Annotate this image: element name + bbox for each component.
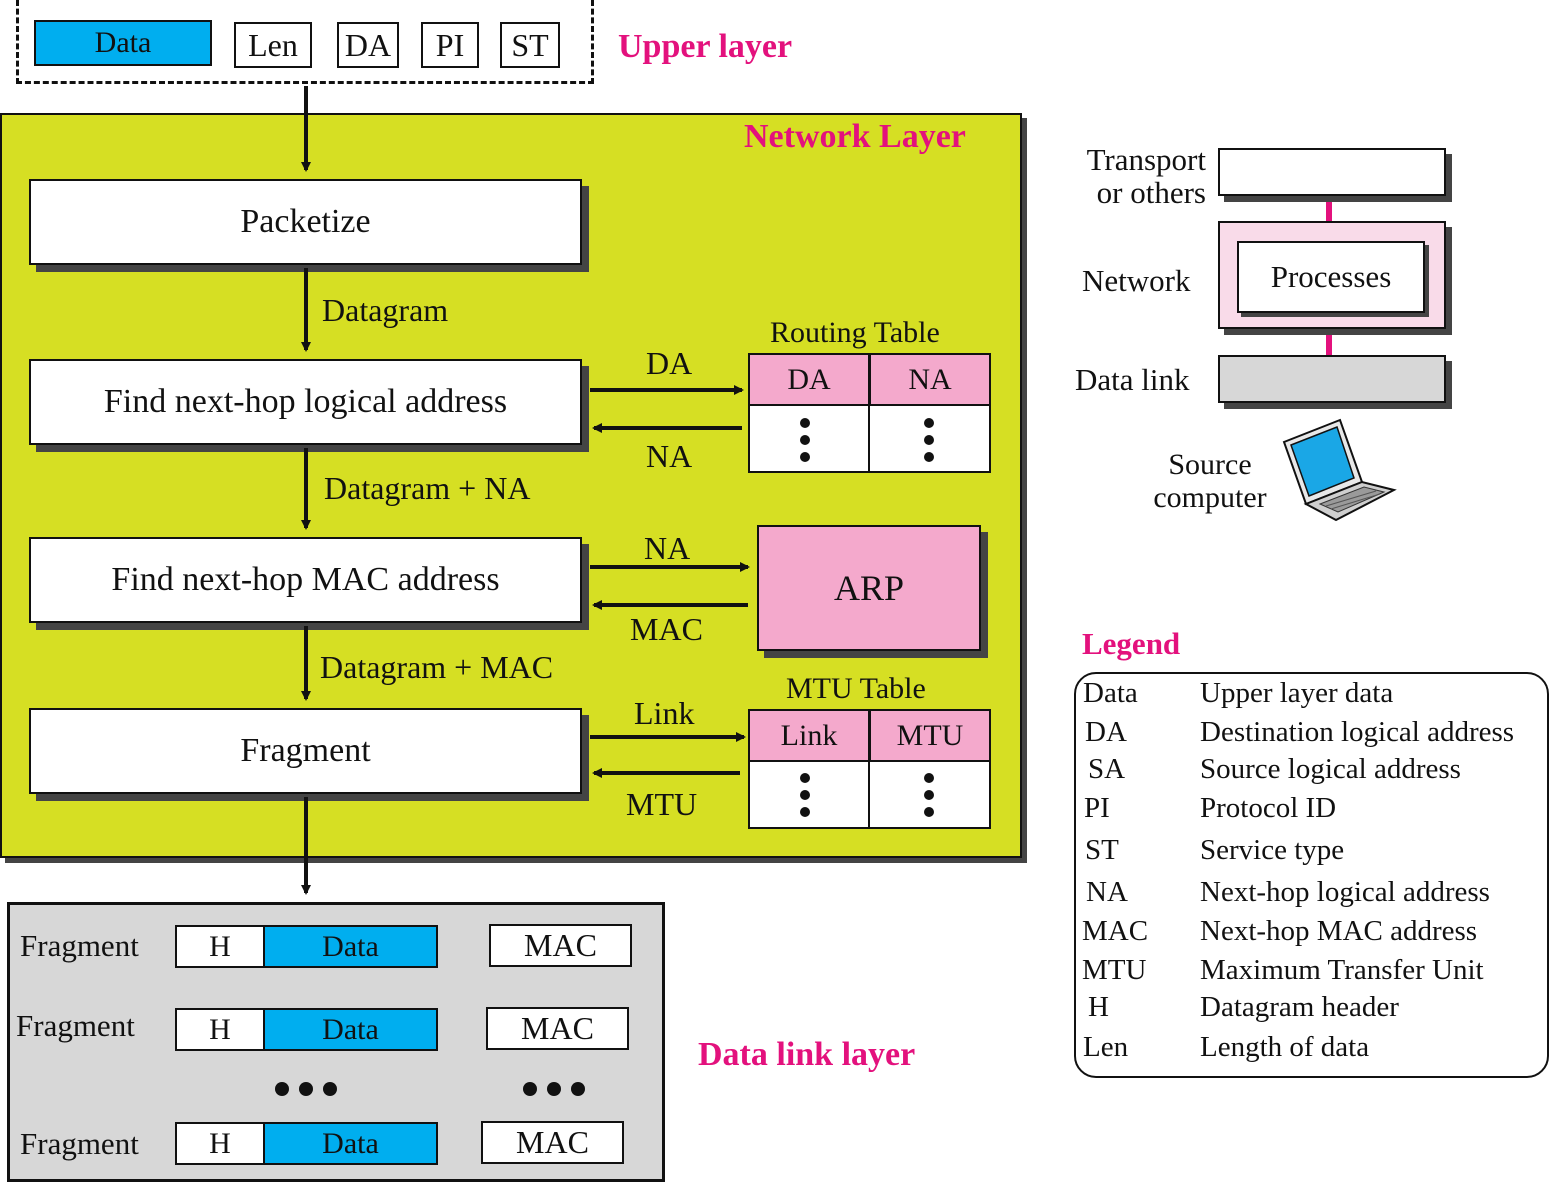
- legend-abbr: H: [1088, 991, 1109, 1023]
- legend-desc: Destination logical address: [1200, 716, 1515, 748]
- fragment-data: Data: [263, 1122, 438, 1165]
- fragment-header: H: [175, 925, 265, 968]
- legend-desc: Length of data: [1200, 1031, 1370, 1063]
- stack-datalink-box: [1218, 355, 1446, 403]
- fragment-mac: MAC: [481, 1121, 624, 1164]
- legend-abbr: Data: [1083, 677, 1138, 709]
- routing-in-na-label: NA: [646, 438, 693, 474]
- routing-header-na: NA: [869, 353, 991, 406]
- find-logical-address-step: Find next-hop logical address: [29, 359, 582, 445]
- ellipsis-icon: [523, 1082, 585, 1096]
- upper-field-data: Data: [34, 20, 212, 66]
- stack-transport-label: Transport or others: [1086, 142, 1206, 210]
- routing-col-divider: [868, 404, 870, 472]
- datagram-label: Datagram: [322, 292, 449, 328]
- routing-ellipsis-icon: [800, 418, 810, 469]
- mtu-out-link-label: Link: [634, 695, 695, 731]
- legend-abbr: PI: [1084, 792, 1110, 824]
- fragment-header: H: [175, 1122, 265, 1165]
- fragment-mac: MAC: [489, 924, 632, 967]
- upper-field-pi: PI: [421, 22, 479, 68]
- legend-abbr: NA: [1086, 876, 1128, 908]
- legend-desc: Next-hop logical address: [1200, 876, 1490, 908]
- ellipsis-icon: [275, 1082, 337, 1096]
- datagram-na-label: Datagram + NA: [324, 470, 531, 506]
- arp-box: ARP: [757, 525, 981, 651]
- fragment-row-label: Fragment: [20, 928, 139, 963]
- arp-out-na-label: NA: [644, 530, 691, 566]
- arp-in-mac-label: MAC: [630, 611, 703, 647]
- fragment-data: Data: [263, 1008, 438, 1051]
- routing-header-da: DA: [748, 353, 870, 406]
- routing-table-title: Routing Table: [770, 316, 940, 349]
- legend-box: [1074, 672, 1549, 1078]
- legend-desc: Maximum Transfer Unit: [1200, 954, 1484, 986]
- datagram-mac-label: Datagram + MAC: [320, 649, 554, 685]
- legend-abbr: MAC: [1082, 915, 1149, 947]
- legend-desc: Protocol ID: [1200, 792, 1337, 824]
- stack-datalink-label: Data link: [1075, 362, 1190, 397]
- upper-field-len: Len: [234, 22, 312, 68]
- legend-desc: Service type: [1200, 834, 1345, 866]
- legend-desc: Next-hop MAC address: [1200, 915, 1478, 947]
- fragment-step: Fragment: [29, 708, 582, 794]
- legend-desc: Datagram header: [1200, 991, 1399, 1023]
- data-link-layer-title: Data link layer: [698, 1036, 916, 1073]
- packetize-step: Packetize: [29, 179, 582, 265]
- mtu-col-divider: [868, 760, 870, 828]
- mtu-ellipsis-icon: [924, 773, 934, 824]
- upper-layer-title: Upper layer: [618, 28, 793, 65]
- source-computer-label: Source computer: [1153, 448, 1267, 514]
- stack-network-label: Network: [1082, 263, 1191, 298]
- laptop-icon: [1282, 418, 1397, 522]
- find-mac-address-step: Find next-hop MAC address: [29, 537, 582, 623]
- routing-ellipsis-icon: [924, 418, 934, 469]
- legend-abbr: MTU: [1082, 954, 1147, 986]
- mtu-header-mtu: MTU: [869, 709, 991, 762]
- legend-abbr: Len: [1083, 1031, 1129, 1063]
- mtu-table-title: MTU Table: [786, 672, 926, 705]
- upper-field-st: ST: [500, 22, 560, 68]
- legend-desc: Upper layer data: [1200, 677, 1394, 709]
- network-layer-title: Network Layer: [744, 118, 966, 155]
- mtu-in-mtu-label: MTU: [626, 786, 698, 822]
- fragment-row-label: Fragment: [20, 1126, 139, 1161]
- routing-out-da-label: DA: [646, 345, 693, 381]
- legend-abbr: SA: [1088, 753, 1126, 785]
- legend-abbr: ST: [1085, 834, 1119, 866]
- fragment-row-label: Fragment: [16, 1008, 135, 1043]
- processes-box: Processes: [1237, 241, 1425, 313]
- stack-transport-box: [1218, 148, 1446, 196]
- fragment-data: Data: [263, 925, 438, 968]
- fragment-mac: MAC: [486, 1007, 629, 1050]
- legend-desc: Source logical address: [1200, 753, 1461, 785]
- upper-layer-packet: [16, 0, 594, 84]
- fragment-header: H: [175, 1008, 265, 1051]
- upper-field-da: DA: [337, 22, 399, 68]
- legend-title: Legend: [1082, 626, 1181, 661]
- mtu-ellipsis-icon: [800, 773, 810, 824]
- legend-abbr: DA: [1085, 716, 1127, 748]
